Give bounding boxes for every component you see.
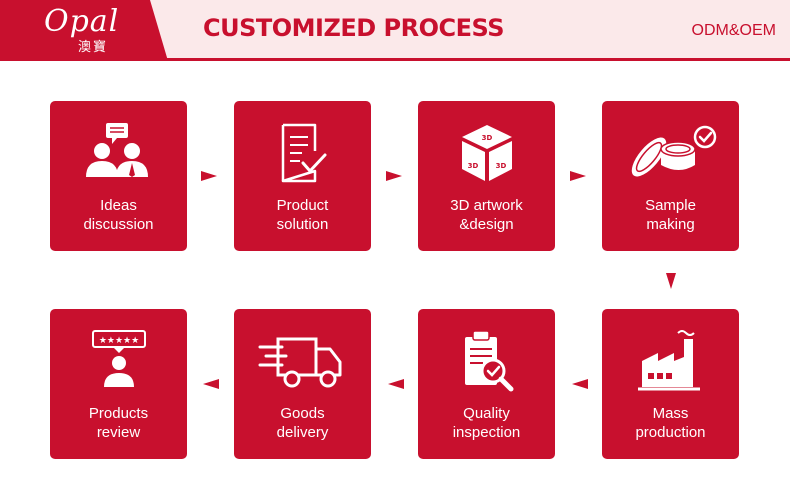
jar-check-icon xyxy=(602,121,739,189)
step-3d-artwork: 3D 3D 3D 3D artwork&design xyxy=(418,101,555,251)
arrow-right-icon xyxy=(201,171,217,181)
clipboard-magnifier-icon xyxy=(418,329,555,397)
rating-review-icon: ★★★★★ xyxy=(50,329,187,397)
3d-cube-icon: 3D 3D 3D xyxy=(418,121,555,189)
step-label: 3D artwork&design xyxy=(450,197,523,233)
arrow-right-icon xyxy=(570,171,586,181)
brand-logo: Opal 澳寶 xyxy=(0,0,168,61)
header-divider xyxy=(0,58,790,61)
checklist-icon xyxy=(234,121,371,189)
factory-icon xyxy=(602,329,739,397)
arrow-left-icon xyxy=(388,379,404,389)
logo-chinese-name: 澳寶 xyxy=(78,40,109,55)
page-subtitle: ODM&OEM xyxy=(691,22,776,39)
svg-text:3D: 3D xyxy=(467,162,478,170)
svg-text:3D: 3D xyxy=(481,134,492,142)
page-title: CUSTOMIZED PROCESS xyxy=(203,14,505,42)
delivery-truck-icon xyxy=(234,329,371,397)
arrow-down-icon xyxy=(666,273,676,289)
arrow-left-icon xyxy=(572,379,588,389)
people-discussion-icon xyxy=(50,121,187,189)
arrow-right-icon xyxy=(386,171,402,181)
arrow-left-icon xyxy=(203,379,219,389)
svg-text:3D: 3D xyxy=(495,162,506,170)
logo-wordmark: Opal xyxy=(44,4,120,39)
svg-text:★★★★★: ★★★★★ xyxy=(98,336,138,346)
